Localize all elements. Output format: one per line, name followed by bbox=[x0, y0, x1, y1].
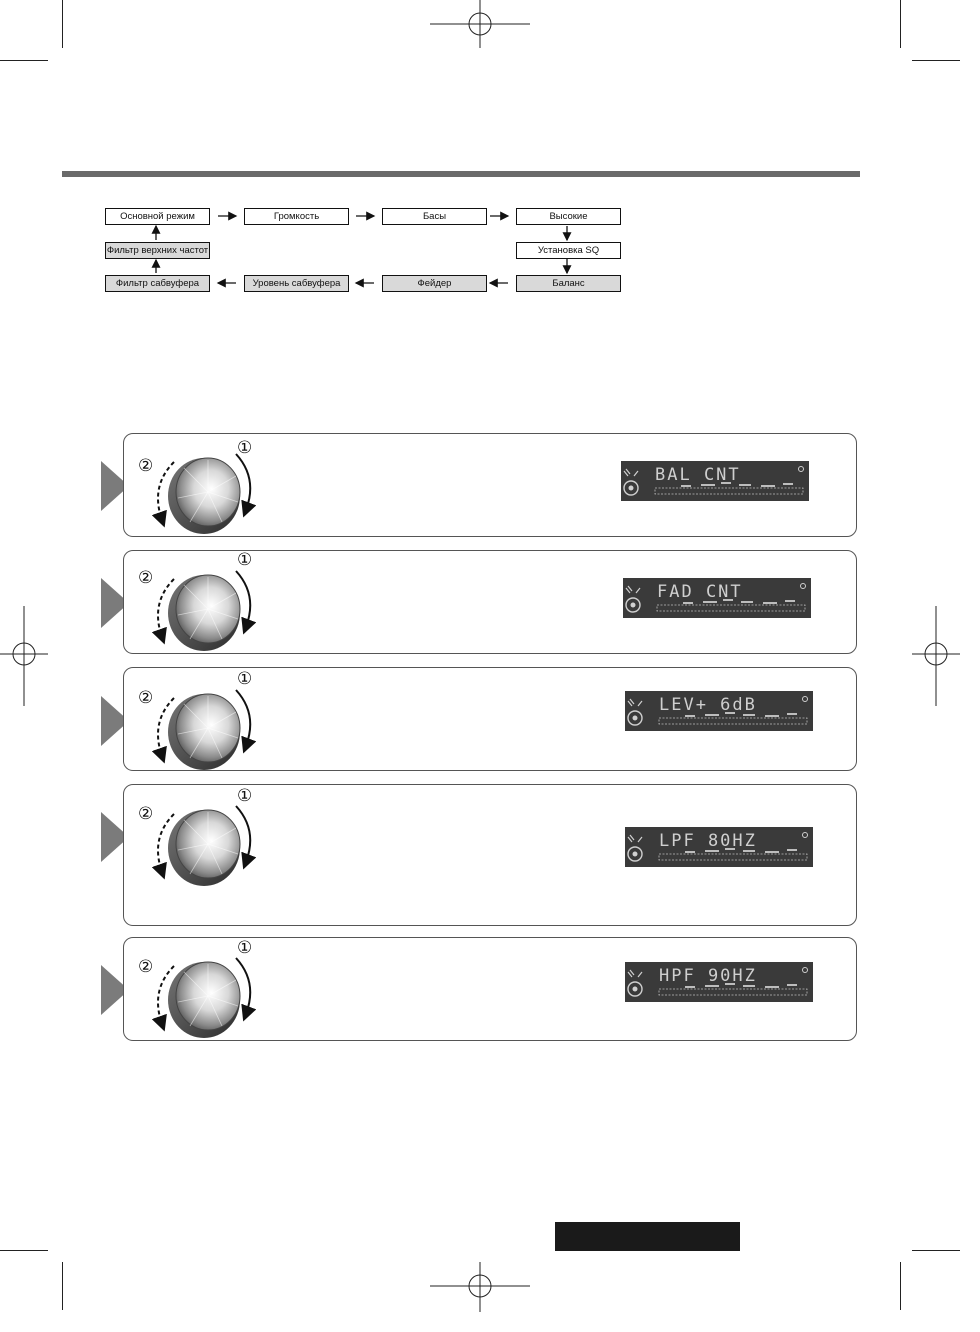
crop-mark bbox=[900, 1262, 901, 1310]
crop-mark bbox=[62, 0, 63, 48]
step-mark-1: ① bbox=[237, 786, 253, 806]
flow-box-treble: Высокие bbox=[516, 208, 621, 225]
step-mark-2: ② bbox=[138, 568, 154, 588]
lcd-display: HPF 90HZ bbox=[625, 962, 813, 1002]
crop-mark bbox=[0, 60, 48, 61]
step-mark-1: ① bbox=[237, 438, 253, 458]
flow-box-bass: Басы bbox=[382, 208, 487, 225]
step-mark-2: ② bbox=[138, 688, 154, 708]
flow-box-volume: Громкость bbox=[244, 208, 349, 225]
lcd-text: BAL CNT bbox=[655, 465, 741, 485]
header-rule bbox=[62, 171, 860, 177]
lcd-text: LEV+ 6dB bbox=[659, 695, 757, 715]
lcd-display: LEV+ 6dB bbox=[625, 691, 813, 731]
flow-box-fader: Фейдер bbox=[382, 275, 487, 292]
step-mark-2: ② bbox=[138, 456, 154, 476]
registration-mark-bottom bbox=[430, 1262, 530, 1312]
lcd-display: BAL CNT bbox=[621, 461, 809, 501]
flow-box-sq-setting: Установка SQ bbox=[516, 242, 621, 259]
lcd-text: LPF 80HZ bbox=[659, 831, 757, 851]
step-mark-2: ② bbox=[138, 804, 154, 824]
flow-box-balance: Баланс bbox=[516, 275, 621, 292]
crop-mark bbox=[900, 0, 901, 48]
flow-box-main-mode: Основной режим bbox=[105, 208, 210, 225]
registration-mark-right bbox=[912, 606, 960, 706]
crop-mark bbox=[912, 60, 960, 61]
registration-mark-left bbox=[0, 606, 48, 706]
flow-box-hpf-filter: Фильтр верхних частот bbox=[105, 242, 210, 259]
flow-box-sub-level: Уровень сабвуфера bbox=[244, 275, 349, 292]
step-mark-2: ② bbox=[138, 957, 154, 977]
crop-mark bbox=[912, 1250, 960, 1251]
lcd-text: FAD CNT bbox=[657, 582, 743, 602]
flow-arrows bbox=[151, 211, 572, 288]
crop-mark bbox=[62, 1262, 63, 1310]
lcd-display: FAD CNT bbox=[623, 578, 811, 618]
step-mark-1: ① bbox=[237, 550, 253, 570]
lcd-display: LPF 80HZ bbox=[625, 827, 813, 867]
flow-box-sub-filter: Фильтр сабвуфера bbox=[105, 275, 210, 292]
step-mark-1: ① bbox=[237, 938, 253, 958]
lcd-text: HPF 90HZ bbox=[659, 966, 757, 986]
step-mark-1: ① bbox=[237, 669, 253, 689]
page-tab-bar bbox=[555, 1222, 740, 1251]
registration-mark-top bbox=[430, 0, 530, 48]
crop-mark bbox=[0, 1250, 48, 1251]
